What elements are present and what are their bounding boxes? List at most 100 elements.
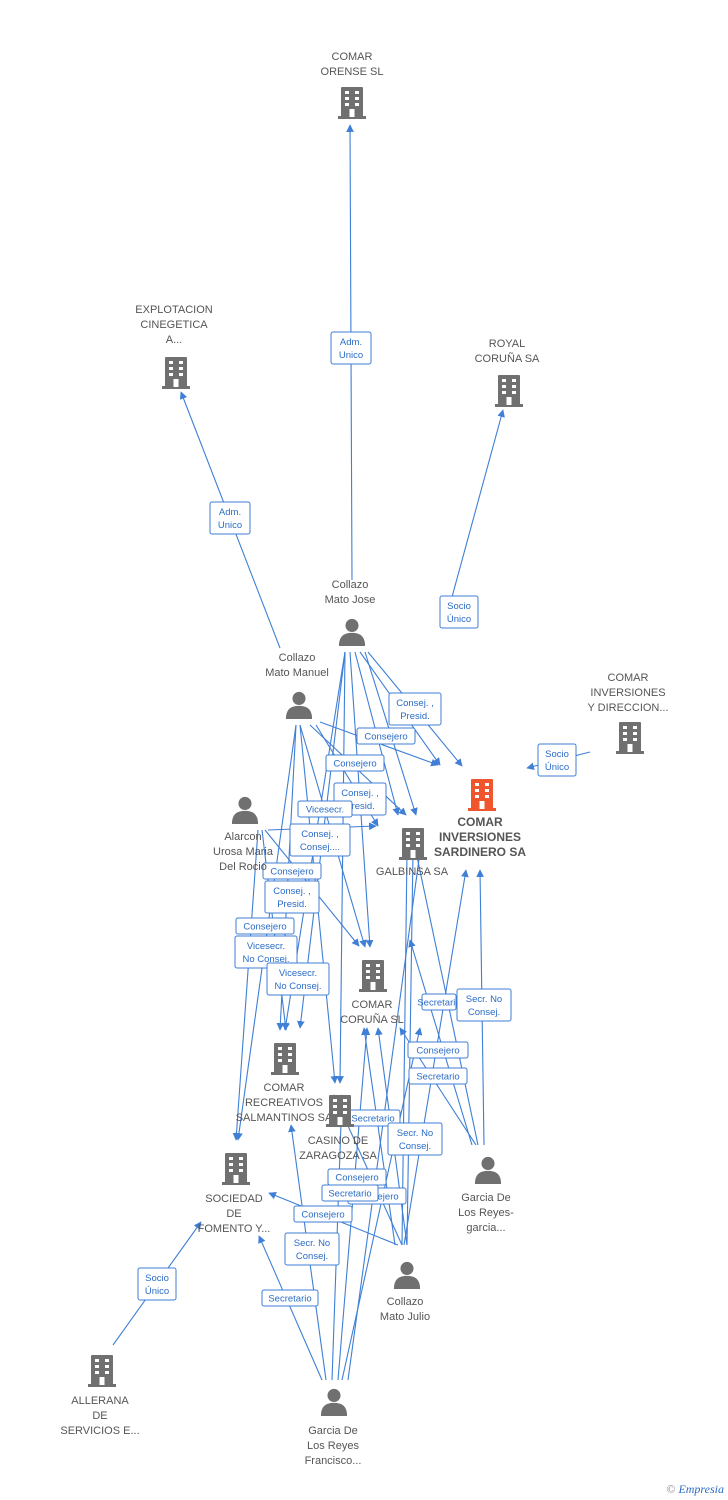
- edge-label[interactable]: Secretario: [408, 1067, 468, 1085]
- node-label: COMAR: [264, 1082, 305, 1094]
- edge-label-text: Vicesecr.: [279, 968, 317, 979]
- edge-label-box: [321, 1184, 379, 1202]
- edge-label-text: No Consej.: [243, 954, 290, 965]
- edge-label[interactable]: Consejero: [327, 1168, 387, 1186]
- node-label: DE: [92, 1410, 107, 1422]
- edge-label-box: [261, 1289, 319, 1307]
- edge-label-box: [262, 862, 322, 880]
- edge-label-box: [356, 727, 416, 745]
- edge-line: [401, 851, 411, 1246]
- edge-label-text: Consejero: [270, 867, 313, 878]
- edge-label-text: Presid.: [277, 899, 307, 910]
- brand-logo[interactable]: Empresia: [678, 1482, 724, 1496]
- node-label: ORENSE SL: [321, 66, 384, 78]
- edge-label-text: Adm.: [340, 337, 362, 348]
- node-label: Garcia De: [461, 1192, 511, 1204]
- node-comar-orense[interactable]: COMAR ORENSE SL: [321, 51, 384, 119]
- edge-label-box: [234, 935, 298, 969]
- edge-label-box: [387, 1122, 443, 1156]
- edge-label-box: [439, 595, 479, 629]
- edge-label[interactable]: Consejero: [235, 917, 295, 935]
- node-explotacion[interactable]: EXPLOTACIONCINEGETICAA...: [135, 304, 213, 389]
- edge-label[interactable]: Consejero: [407, 1041, 469, 1059]
- node-label: ALLERANA: [71, 1395, 129, 1407]
- node-label: CORUÑA SA: [475, 352, 540, 365]
- edge-label-text: Socio: [447, 601, 471, 612]
- edge-label[interactable]: Vicesecr.No Consej.: [266, 962, 330, 996]
- building-icon: [88, 1355, 116, 1387]
- edge-line: [258, 1235, 323, 1381]
- edge-label-box: [289, 823, 351, 857]
- node-label: COMAR: [332, 51, 373, 63]
- node-label: Mato Manuel: [265, 667, 329, 679]
- edge-label-box: [330, 331, 372, 365]
- building-icon: [338, 87, 366, 119]
- edge-label[interactable]: Consejero: [325, 754, 385, 772]
- node-label: SERVICIOS E...: [60, 1425, 139, 1437]
- node-label: Los Reyes-: [458, 1207, 514, 1219]
- node-label: INVERSIONES: [439, 830, 521, 844]
- node-label: COMAR: [608, 672, 649, 684]
- person-icon: [393, 1261, 421, 1289]
- node-label: A...: [166, 334, 183, 346]
- edge-label-text: Unico: [218, 520, 242, 531]
- node-garcia-reyes[interactable]: Garcia De Los Reyes-garcia...: [458, 1156, 514, 1234]
- node-label: Del Rocio: [219, 861, 267, 873]
- edge-label-text: Consejero: [301, 1210, 344, 1221]
- edge-label-text: Consej.: [296, 1251, 328, 1262]
- node-label: garcia...: [466, 1222, 505, 1234]
- node-label: RECREATIVOS: [245, 1097, 323, 1109]
- edge-label-text: Consej. ,: [301, 829, 339, 840]
- edge-line: [232, 829, 259, 1141]
- edge-label[interactable]: Adm.Unico: [330, 331, 372, 365]
- edge-label-text: Vicesecr.: [247, 941, 285, 952]
- edge-label-text: Secretario: [351, 1114, 394, 1125]
- edge-label-box: [325, 754, 385, 772]
- edge-label[interactable]: Secretario: [417, 993, 461, 1011]
- node-label: COMAR: [352, 999, 393, 1011]
- edge-label[interactable]: Secretario: [261, 1289, 319, 1307]
- edge-label[interactable]: Consej. ,Presid.: [388, 692, 442, 726]
- edge-label[interactable]: Consejero: [262, 862, 322, 880]
- building-icon: [495, 375, 523, 407]
- edge-label[interactable]: Consejero: [356, 727, 416, 745]
- building-icon: [468, 779, 496, 811]
- node-label: Francisco...: [305, 1455, 362, 1467]
- edge-label-text: Consejero: [333, 759, 376, 770]
- edge-label[interactable]: Consej. ,Consej....: [289, 823, 351, 857]
- edge-line: [361, 1027, 396, 1246]
- copyright-icon: ©: [666, 1482, 676, 1496]
- edge-label[interactable]: Secretario: [321, 1184, 379, 1202]
- edge-label[interactable]: Consej. ,Presid.: [264, 880, 320, 914]
- node-label: CASINO DE: [308, 1135, 369, 1147]
- edge-label-text: Único: [145, 1286, 169, 1297]
- edge-line: [336, 651, 346, 1084]
- node-label: Mato Julio: [380, 1311, 430, 1323]
- node-label: Y DIRECCION...: [587, 702, 668, 714]
- credit: © Empresia: [666, 1482, 724, 1497]
- edge-label[interactable]: Consejero: [293, 1205, 353, 1223]
- node-allerana[interactable]: ALLERANA DE SERVICIOS E...: [60, 1355, 140, 1437]
- node-galbinsa[interactable]: GALBINSA SA: [376, 828, 449, 878]
- edge-label[interactable]: Vicesecr. No Consej.: [234, 935, 298, 969]
- edge-label[interactable]: Vicesecr.: [297, 800, 353, 818]
- edge-label[interactable]: Adm.Unico: [209, 501, 251, 535]
